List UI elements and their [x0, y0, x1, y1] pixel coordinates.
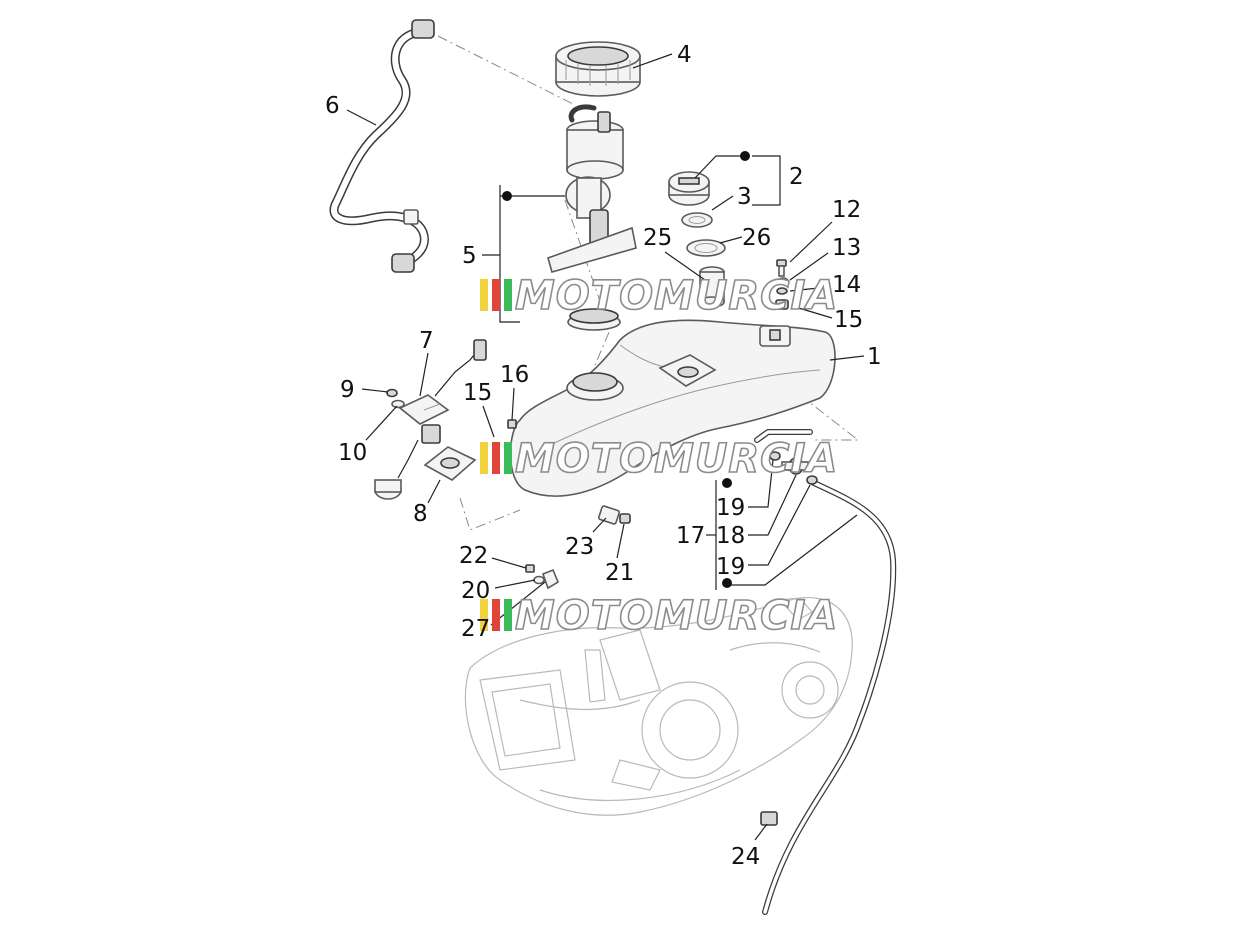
callout-5: 5 [462, 243, 477, 269]
watermark-top: MOTOMURCIA [480, 272, 838, 320]
callout-17: 17 [676, 523, 705, 549]
callout-12: 12 [832, 197, 861, 223]
callout-23: 23 [565, 534, 594, 560]
watermark-stripe-red [492, 599, 500, 631]
callout-27: 27 [461, 616, 490, 642]
clamp-part-19b [806, 475, 818, 485]
watermark-bottom: MOTOMURCIA [480, 592, 838, 640]
gasket-part-3 [681, 212, 713, 228]
leader-lines [346, 53, 865, 841]
hose-clip-part-24 [760, 811, 778, 826]
watermark-stripe-green [504, 599, 512, 631]
callout-19-lower: 19 [716, 554, 745, 580]
spacer-part-23 [597, 505, 621, 525]
callout-14: 14 [832, 272, 861, 298]
callout-20: 20 [461, 578, 490, 604]
watermark-text: MOTOMURCIA [515, 436, 838, 482]
callout-19-upper: 19 [716, 495, 745, 521]
callout-16: 16 [500, 362, 529, 388]
watermark-text: MOTOMURCIA [515, 273, 838, 319]
callout-3: 3 [737, 184, 752, 210]
callout-7: 7 [419, 328, 434, 354]
callout-24: 24 [731, 844, 760, 870]
washer-part-14 [776, 287, 788, 295]
engine-outline [464, 597, 853, 816]
screw-part-22 [525, 564, 535, 573]
watermark-stripe-yellow [480, 599, 488, 631]
watermark-stripe-red [492, 279, 500, 311]
washer-part-20 [533, 575, 545, 585]
nut-part-9 [386, 388, 398, 398]
callout-1: 1 [867, 344, 882, 370]
screw-part-21 [619, 513, 631, 524]
callout-25: 25 [643, 225, 672, 251]
vent-hose-part-17 [754, 429, 897, 915]
watermark-stripe-green [504, 279, 512, 311]
callout-2: 2 [789, 164, 804, 190]
callout-13: 13 [832, 235, 861, 261]
fitting-part-27 [541, 568, 560, 590]
callout-10: 10 [338, 440, 367, 466]
screw-part-12 [776, 259, 787, 277]
gasket-part-26 [686, 239, 726, 257]
fuel-pump-part-5 [547, 104, 637, 331]
ring-nut-part-4 [555, 41, 641, 97]
clip-part-15 [775, 299, 789, 310]
clamp-part-19a [769, 451, 781, 461]
gasket-part-8 [423, 446, 477, 481]
bullet-dots [502, 151, 750, 588]
fuel-tank-part-1 [509, 319, 836, 497]
watermark-text: MOTOMURCIA [515, 593, 838, 639]
callout-18: 18 [716, 523, 745, 549]
washer-part-13 [777, 277, 789, 285]
callout-21: 21 [605, 560, 634, 586]
callout-22: 22 [459, 543, 488, 569]
watermark-middle: MOTOMURCIA [480, 435, 838, 483]
filler-cap-part-2 [668, 171, 710, 206]
level-sender-part-7 [374, 339, 487, 500]
callout-labels: 1 2 3 4 5 6 7 8 9 10 12 13 14 15 15 16 1… [325, 42, 882, 870]
callout-9: 9 [340, 377, 355, 403]
callout-15-top: 15 [834, 307, 863, 333]
callout-6: 6 [325, 93, 340, 119]
watermark-stripe-green [504, 442, 512, 474]
watermark-stripe-yellow [480, 279, 488, 311]
fuel-hose-part-6 [329, 19, 435, 273]
callout-8: 8 [413, 501, 428, 527]
callout-4: 4 [677, 42, 692, 68]
callout-15-left: 15 [463, 380, 492, 406]
washer-part-10 [391, 399, 405, 409]
vent-valve-part-18 [781, 457, 809, 475]
filler-neck-part-25 [699, 266, 725, 308]
watermark-stripe-red [492, 442, 500, 474]
bolt-part-16 [507, 419, 517, 429]
callout-26: 26 [742, 225, 771, 251]
watermark-stripe-yellow [480, 442, 488, 474]
